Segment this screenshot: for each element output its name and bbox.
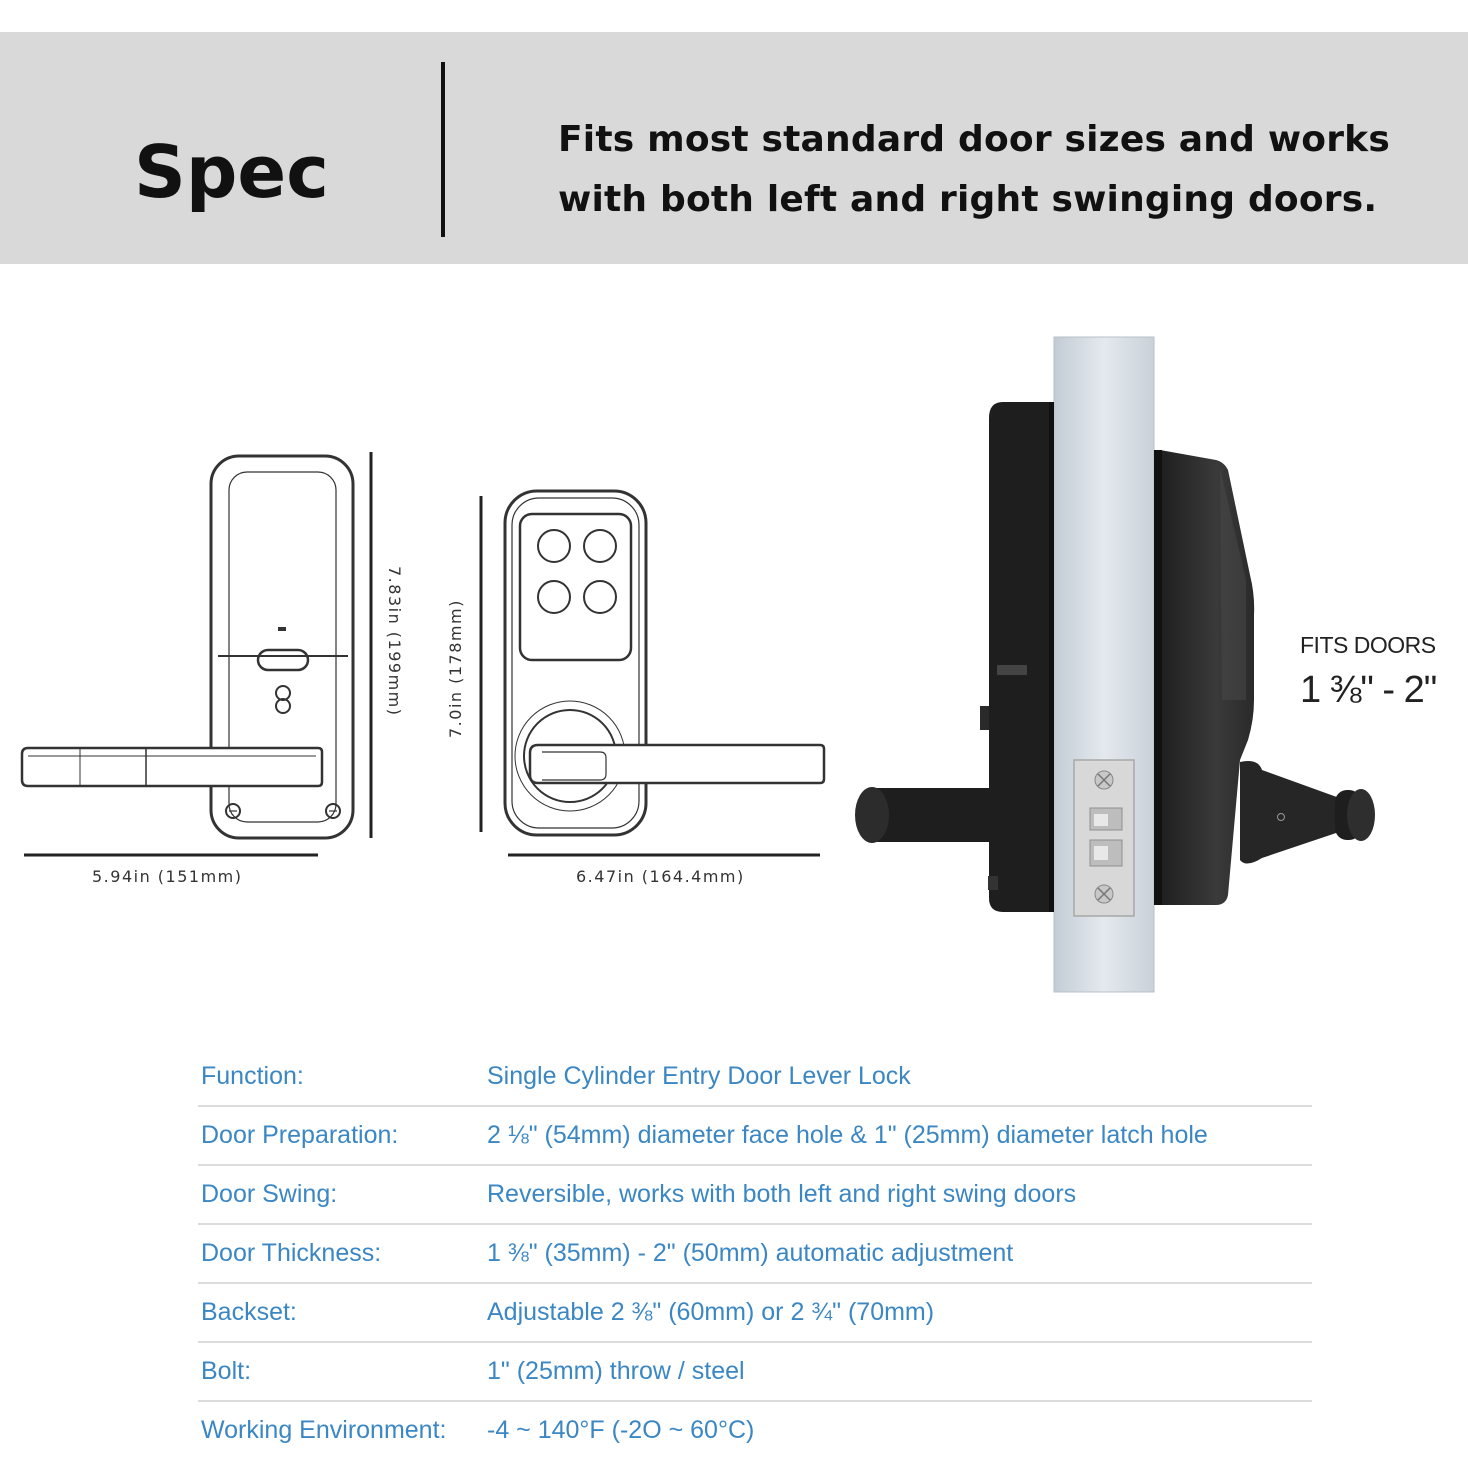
spec-row: Backset: Adjustable 2 ⅜" (60mm) or 2 ¾" … [198,1284,1312,1343]
header-subtitle: Fits most standard door sizes and works … [558,110,1438,230]
spec-row: Bolt: 1" (25mm) throw / steel [198,1343,1312,1402]
spec-row: Door Thickness: 1 ⅜" (35mm) - 2" (50mm) … [198,1225,1312,1284]
spec-value: Single Cylinder Entry Door Lever Lock [487,1062,911,1090]
side-view-drawing [855,336,1375,993]
back-height-label: 7.83in (199mm) [385,566,404,717]
spec-value: -4 ~ 140°F (-2O ~ 60°C) [487,1416,755,1444]
spec-value: Reversible, works with both left and rig… [487,1180,1077,1208]
back-view-dimension-lines [24,452,373,857]
spec-label: Working Environment: [201,1416,447,1444]
fits-doors-callout: FITS DOORS 1 ⅜" - 2" [1300,632,1437,712]
spec-label: Bolt: [201,1357,252,1385]
front-height-label: 7.0in (178mm) [446,599,465,738]
spec-value: 1" (25mm) throw / steel [487,1357,745,1385]
header-banner: Spec Fits most standard door sizes and w… [0,32,1468,264]
spec-row: Door Swing: Reversible, works with both … [198,1166,1312,1225]
back-width-label: 5.94in (151mm) [92,867,243,886]
spec-label: Door Preparation: [201,1121,399,1149]
spec-value: 2 ⅛" (54mm) diameter face hole & 1" (25m… [487,1121,1208,1149]
front-view-drawing [503,489,826,837]
spec-value: Adjustable 2 ⅜" (60mm) or 2 ¾" (70mm) [487,1298,935,1326]
spec-value: 1 ⅜" (35mm) - 2" (50mm) automatic adjust… [487,1239,1014,1267]
spec-label: Door Swing: [201,1180,338,1208]
fits-doors-label: FITS DOORS [1300,632,1436,658]
spec-row: Function: Single Cylinder Entry Door Lev… [198,1048,1312,1107]
fits-doors-range: 1 ⅜" - 2" [1300,669,1437,711]
page-title: Spec [134,130,329,214]
spec-label: Function: [201,1062,304,1090]
back-view-drawing [20,454,355,840]
front-width-label: 6.47in (164.4mm) [576,867,745,886]
subtitle-line-1: Fits most standard door sizes and works [558,119,1390,160]
spec-row: Door Preparation: 2 ⅛" (54mm) diameter f… [198,1107,1312,1166]
spec-label: Door Thickness: [201,1239,382,1267]
spec-row: Working Environment: -4 ~ 140°F (-2O ~ 6… [198,1402,1312,1459]
spec-label: Backset: [201,1298,297,1326]
spec-table: Function: Single Cylinder Entry Door Lev… [198,1048,1312,1459]
front-view-dimension-lines [479,496,820,857]
header-divider [441,62,445,237]
subtitle-line-2: with both left and right swinging doors. [558,179,1378,220]
